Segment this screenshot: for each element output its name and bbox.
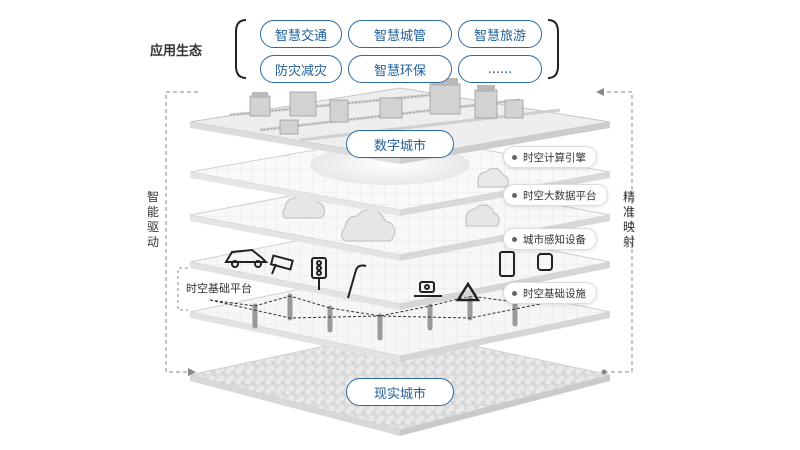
platform-label: 时空基础平台 <box>186 282 252 295</box>
left-side-label: 智能 驱动 <box>146 190 159 249</box>
app-smart-tourism-button[interactable]: 智慧旅游 <box>458 20 542 48</box>
cloud-icon <box>341 209 396 242</box>
tag-big-data-platform: 时空大数据平台 <box>503 184 608 206</box>
app-smart-traffic-button[interactable]: 智慧交通 <box>260 20 342 48</box>
app-smart-environment-button[interactable]: 智慧环保 <box>348 55 452 83</box>
warning-icon <box>455 281 481 302</box>
app-more-button[interactable]: ...... <box>458 55 542 83</box>
app-ecology-title: 应用生态 <box>150 44 203 59</box>
bullet-icon <box>512 236 517 242</box>
digital-city-badge: 数字城市 <box>346 130 454 158</box>
tag-compute-engine: 时空计算引擎 <box>503 146 597 168</box>
camera-icon <box>269 254 294 275</box>
app-disaster-prevention-button[interactable]: 防灾减灾 <box>260 55 342 83</box>
right-side-label: 精准 映射 <box>622 190 635 249</box>
phone-icon <box>499 251 515 277</box>
car-icon <box>224 248 269 268</box>
traffic-light-icon <box>311 257 327 290</box>
cloud-icon <box>477 168 509 188</box>
bullet-icon <box>512 290 517 296</box>
left-arrow-loop <box>165 91 198 373</box>
left-arrow-head <box>188 368 196 376</box>
infrastructure-layer <box>189 267 611 362</box>
right-arrow-loop <box>604 91 633 373</box>
bracket-right <box>547 19 559 79</box>
tag-infrastructure: 时空基础设施 <box>503 282 597 304</box>
street-lamp-icon <box>347 264 367 299</box>
bullet-icon <box>512 192 517 198</box>
bullet-icon <box>512 154 517 160</box>
bracket-left <box>235 19 247 79</box>
watch-icon <box>537 253 553 271</box>
platform-bracket <box>177 267 188 311</box>
right-arrow-head <box>596 88 604 96</box>
digital-city-layer <box>189 78 611 164</box>
robot-icon <box>414 281 442 297</box>
app-smart-city-management-button[interactable]: 智慧城管 <box>348 20 452 48</box>
cloud-icon <box>465 204 500 227</box>
real-city-badge: 现实城市 <box>346 378 454 406</box>
tag-sensing-devices: 城市感知设备 <box>503 228 597 250</box>
